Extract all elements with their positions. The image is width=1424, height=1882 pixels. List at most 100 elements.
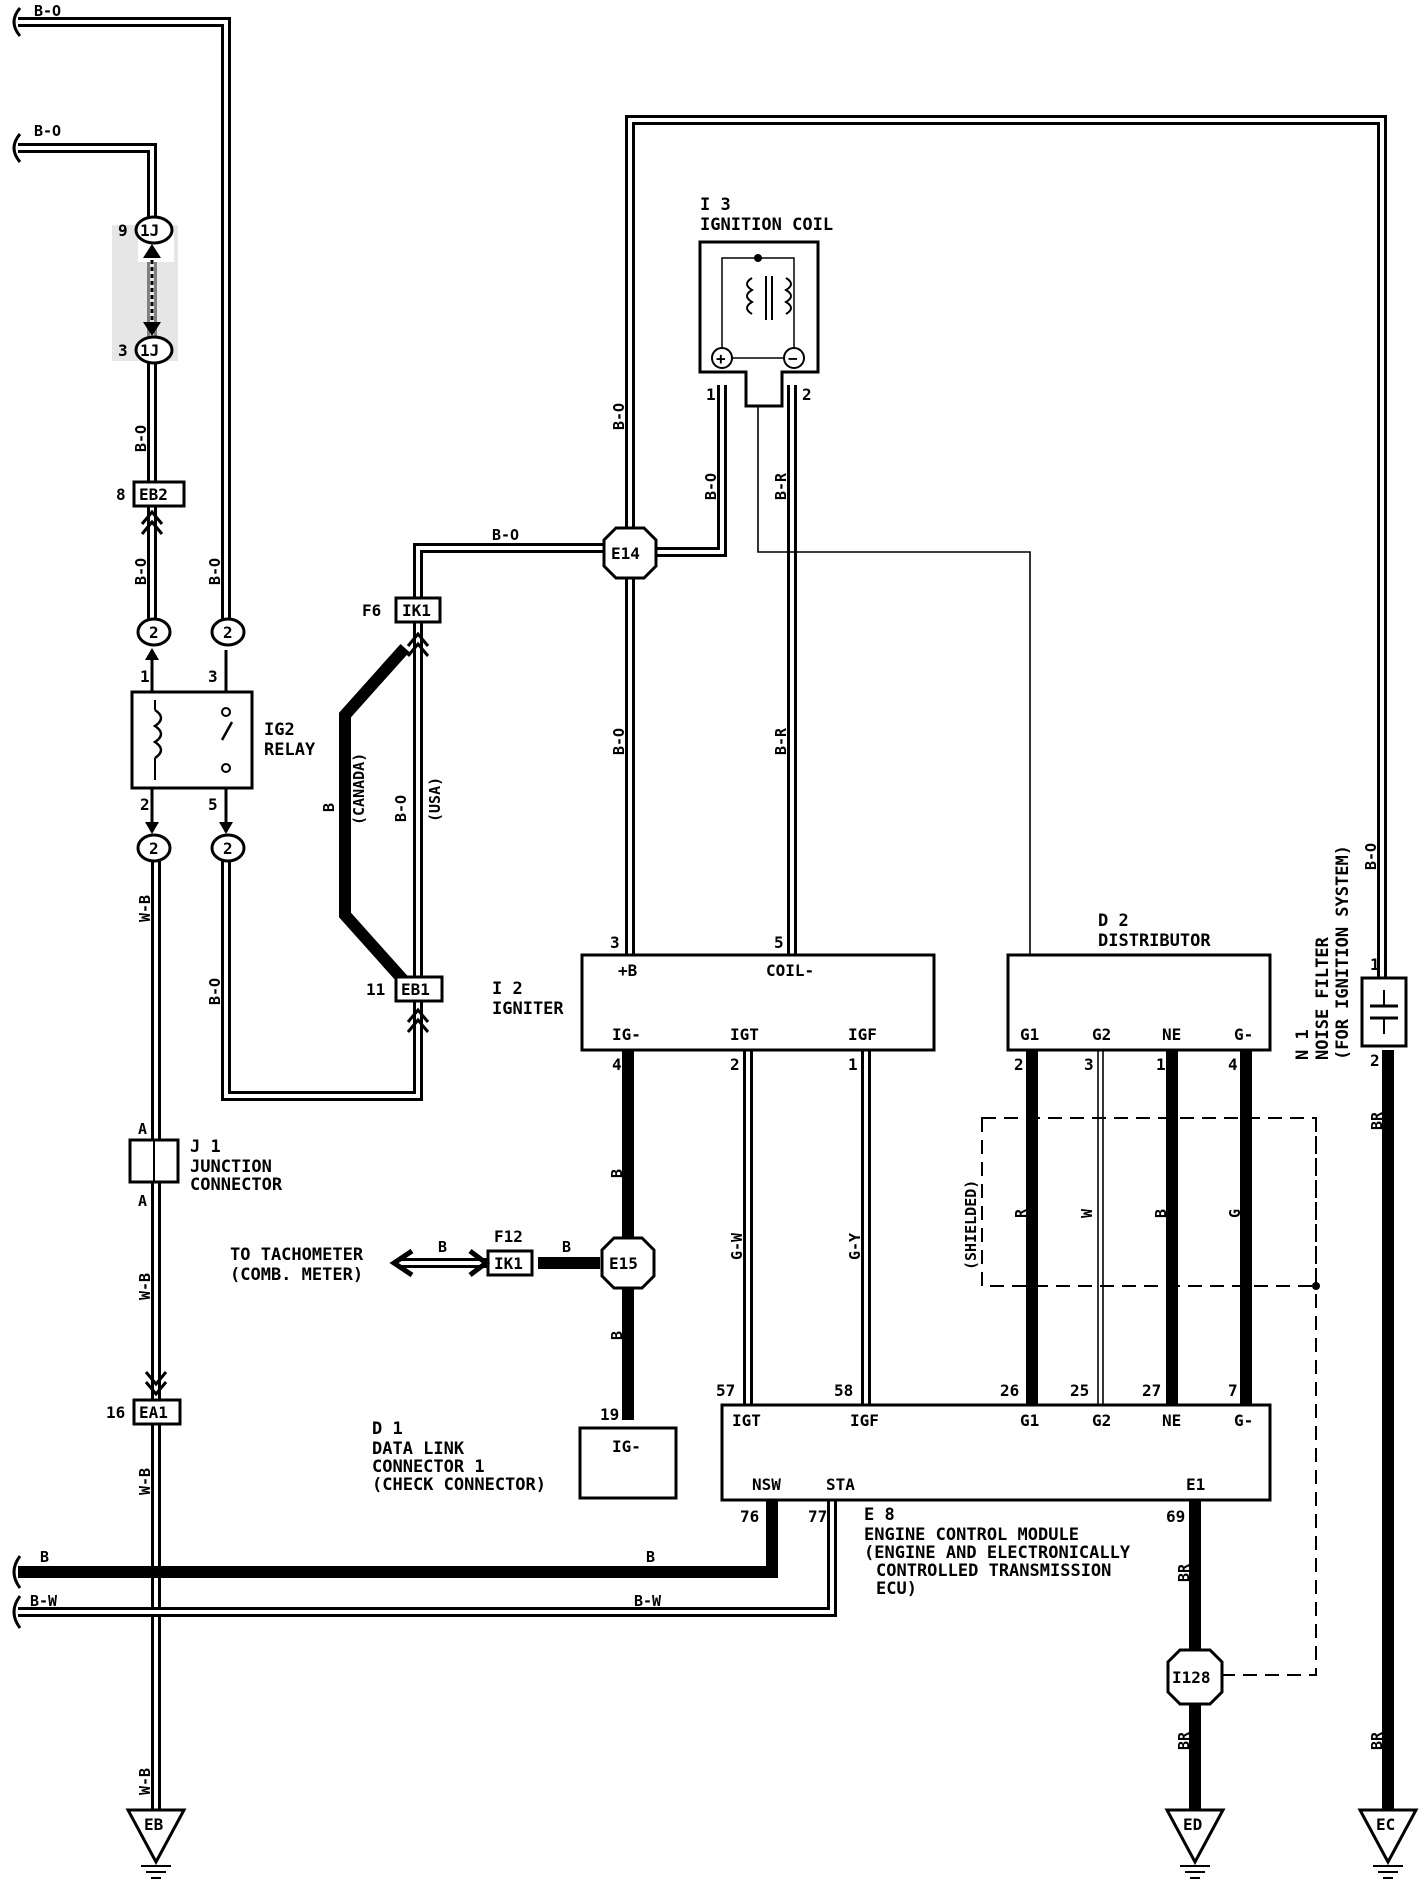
wire-label-bw: B-W [634,1592,662,1610]
pin-label: IG- [612,1437,641,1456]
wire-label-bo: B-O [392,795,410,822]
svg-text:EC: EC [1376,1815,1395,1834]
shield-ground-line [1222,1118,1317,1676]
wire-label-br: BR [1175,1731,1193,1750]
edge-braces [12,7,22,1629]
pin-number: 3 [1084,1055,1094,1074]
wire-label-bo: B-O [492,526,519,544]
svg-text:ED: ED [1183,1815,1202,1834]
pin-number: 26 [1000,1381,1019,1400]
wire-label-bo: B-O [34,2,61,20]
component-name: (ENGINE AND ELECTRONICALLY [864,1543,1131,1563]
wire-label-b: B [646,1548,655,1566]
junction-i128: I128 [1166,1648,1224,1706]
pin-label: IGT [730,1025,759,1044]
pin-number: 1 [1370,955,1380,974]
component-name: JUNCTION [190,1157,272,1177]
wire-label-g: G [1226,1209,1244,1218]
wire-label-bw: B-W [30,1592,58,1610]
component-name: IGNITER [492,999,564,1019]
pin-number: 11 [366,980,385,999]
data-link-connector-d1: IG- 19 D 1 DATA LINK CONNECTOR 1 (CHECK … [372,1405,678,1500]
pin-label: IG- [612,1025,641,1044]
noise-filter-n1: 1 2 N 1 NOISE FILTER (FOR IGNITION SYSTE… [1293,845,1408,1070]
component-name: IGNITION COIL [700,215,833,235]
wire-label-wb: W-B [136,895,154,922]
wire-label-gy: G-Y [846,1233,864,1260]
connector-ik1-f12: IK1 F12 [389,1227,534,1278]
pin-label: NSW [752,1475,781,1494]
pin-number: 58 [834,1381,853,1400]
pin-number: 76 [740,1507,759,1526]
junction-e15: E15 [600,1236,656,1290]
shield-dot [1312,1282,1320,1290]
pin-number: 19 [600,1405,619,1424]
wire-label-bo: B-O [610,728,628,755]
svg-text:2: 2 [149,839,159,858]
wire-label-br: BR [1368,1731,1386,1750]
svg-text:E15: E15 [609,1254,638,1273]
component-name: CONNECTOR 1 [372,1457,485,1477]
wire-label-gw: G-W [728,1232,746,1260]
component-name: CONTROLLED TRANSMISSION [876,1561,1111,1581]
ground-ed: ED [1164,1808,1226,1879]
pin-label: IGF [848,1025,877,1044]
pin-label: G- [1234,1025,1253,1044]
component-id: J 1 [190,1137,221,1157]
connector-eb2: EB2 8 [116,480,186,535]
relay-name: IG2 [264,720,295,740]
distributor-d2: D 2 DISTRIBUTOR G1 G2 NE G- 2 3 1 4 [1006,911,1272,1074]
ground-eb: EB [125,1808,187,1879]
ignition-coil-i3: I 3 IGNITION COIL + − 1 2 [698,195,833,408]
pin-label: IGF [850,1411,879,1430]
pin-number: 5 [774,933,784,952]
pin-number: 27 [1142,1381,1161,1400]
wire-label-br: B-R [772,727,790,755]
wire-label-bo: B-O [132,425,150,452]
svg-text:2: 2 [223,623,233,642]
svg-text:E14: E14 [611,544,640,563]
engine-control-module-e8: IGT IGF G1 G2 NE G- NSW STA E1 57 58 26 … [716,1381,1272,1599]
svg-text:EB2: EB2 [139,485,168,504]
pin-label: G1 [1020,1025,1039,1044]
wire-label-bo: B-O [132,558,150,585]
component-name: CONNECTOR [190,1175,283,1195]
component-id: D 2 [1098,911,1129,931]
pin-label: NE [1162,1411,1181,1430]
pin-label: NE [1162,1025,1181,1044]
pin-number: 2 [1014,1055,1024,1074]
svg-text:A: A [138,1192,147,1210]
pin-number: 2 [1370,1051,1380,1070]
igniter-i2: I 2 IGNITER +B COIL- IG- IGT IGF 3 5 4 2… [492,933,936,1074]
wire-label-b: B [320,803,338,812]
pin-number: 3 [118,341,128,360]
component-name: (FOR IGNITION SYSTEM) [1333,845,1353,1060]
pin-number: 7 [1228,1381,1238,1400]
component-name: NOISE FILTER [1313,936,1333,1060]
wire-label-b: B [608,1331,626,1340]
pin-label: E1 [1186,1475,1205,1494]
wire-label-wb: W-B [136,1273,154,1300]
connector-eb1: EB1 11 [366,975,444,1033]
tachometer-label: TO TACHOMETER (COMB. METER) [230,1245,364,1285]
wire-label-bo: B-O [610,403,628,430]
connector-1j-pair: 1J 9 1J 3 [112,215,178,365]
svg-text:2: 2 [149,623,159,642]
pin-number: 4 [1228,1055,1238,1074]
wire-labels: B-O B-O B-O B-O B-O B-O B-O B-O B-O B-R … [30,2,1386,1795]
wire-label-canada: (CANADA) [350,753,368,825]
component-name: ECU) [876,1579,917,1599]
pin-number: 77 [808,1507,827,1526]
wire-label-usa: (USA) [426,777,444,822]
connector-1j-label: 1J [140,341,159,360]
wire-label-b: B [608,1169,626,1178]
pin-label: G2 [1092,1411,1111,1430]
svg-text:(COMB. METER): (COMB. METER) [230,1265,363,1285]
wires-bo [18,17,1387,1810]
pin-number: 2 [802,385,812,404]
pin-number: F6 [362,601,381,620]
component-id: N 1 [1293,1029,1313,1060]
component-name: ENGINE CONTROL MODULE [864,1525,1079,1545]
component-name: DISTRIBUTOR [1098,931,1211,951]
pin-number: 4 [612,1055,622,1074]
